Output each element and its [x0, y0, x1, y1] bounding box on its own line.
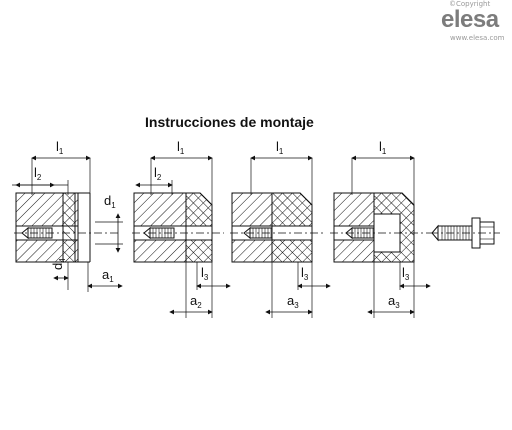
view2-labels: l1 l2 l3 a2	[154, 139, 209, 310]
dim-l: l3	[301, 265, 309, 282]
dim-l: l3	[402, 265, 410, 282]
dim-l: l1	[56, 139, 64, 156]
view3-labels: l1 l3 a3	[276, 139, 309, 310]
view1-part	[62, 192, 76, 263]
dim-a: a2	[190, 293, 202, 310]
dim-d: d4	[50, 258, 67, 270]
dim-l: l1	[177, 139, 185, 156]
dim-l: l1	[276, 139, 284, 156]
copyright-text: ©Copyright	[449, 0, 491, 8]
dim-l: l2	[34, 165, 42, 182]
elesa-logo: elesa	[441, 6, 499, 33]
dim-a: a1	[102, 267, 114, 284]
diagram-title: Instrucciones de montaje	[145, 114, 314, 130]
dim-a: a3	[388, 293, 400, 310]
dim-d: d1	[104, 193, 116, 210]
view4-labels: l1 l3 a3	[379, 139, 410, 310]
view1-labels: l1 l2 d1 a1 d4	[34, 139, 116, 284]
dim-l: l2	[154, 165, 162, 182]
brand-url: www.elesa.com	[450, 34, 505, 42]
dim-a: a3	[287, 293, 299, 310]
dim-l: l1	[379, 139, 387, 156]
dim-l: l3	[201, 265, 209, 282]
